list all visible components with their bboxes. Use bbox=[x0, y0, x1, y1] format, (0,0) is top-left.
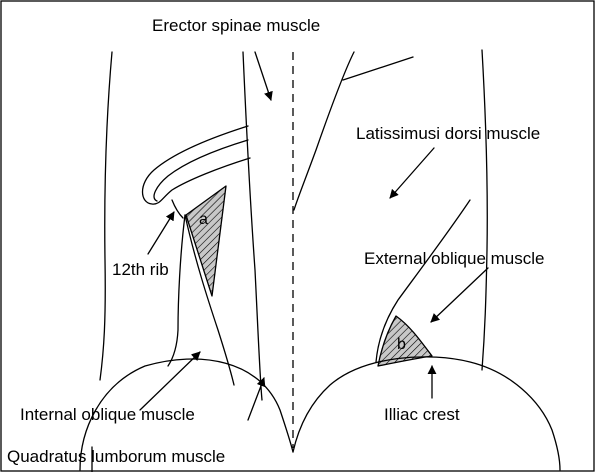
twelfth-rib-label: 12th rib bbox=[112, 260, 169, 279]
illiac-crest-label: Illiac crest bbox=[384, 405, 460, 424]
erector-spinae-label: Erector spinae muscle bbox=[152, 16, 320, 35]
region-b-label: b bbox=[397, 336, 406, 353]
internal-oblique-label: Internal oblique muscle bbox=[20, 405, 195, 424]
region-a-label: a bbox=[199, 211, 208, 228]
latissimus-dorsi-label: Latissimusi dorsi muscle bbox=[356, 124, 540, 143]
external-oblique-label: External oblique muscle bbox=[364, 249, 544, 268]
quadratus-lumborum-label: Quadratus lumborum muscle bbox=[7, 447, 225, 466]
